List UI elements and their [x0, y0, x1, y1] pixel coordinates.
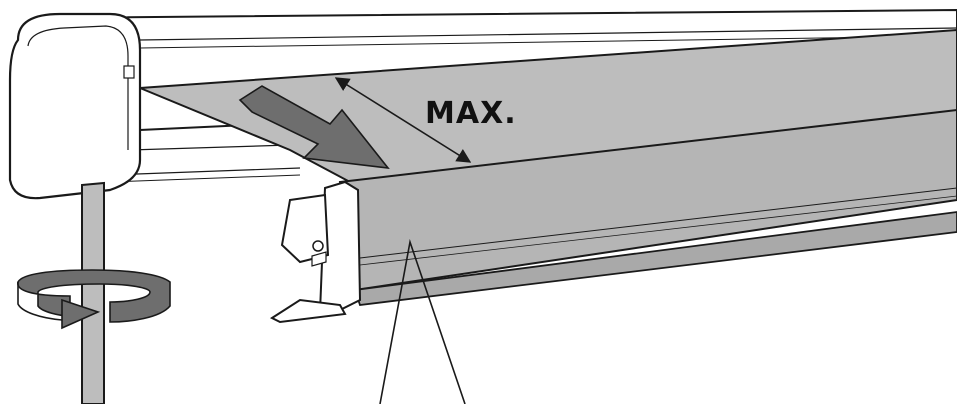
max-label: MAX.	[425, 96, 517, 131]
crank-rotation-icon	[17, 269, 171, 330]
cassette-end-cap	[8, 12, 142, 200]
callout-leader-lines	[379, 238, 466, 404]
crank-rod	[81, 181, 105, 404]
max-dimension-arrow-icon	[334, 77, 472, 163]
awning-front-profile	[338, 108, 957, 306]
front-profile-end-cap	[269, 180, 362, 324]
